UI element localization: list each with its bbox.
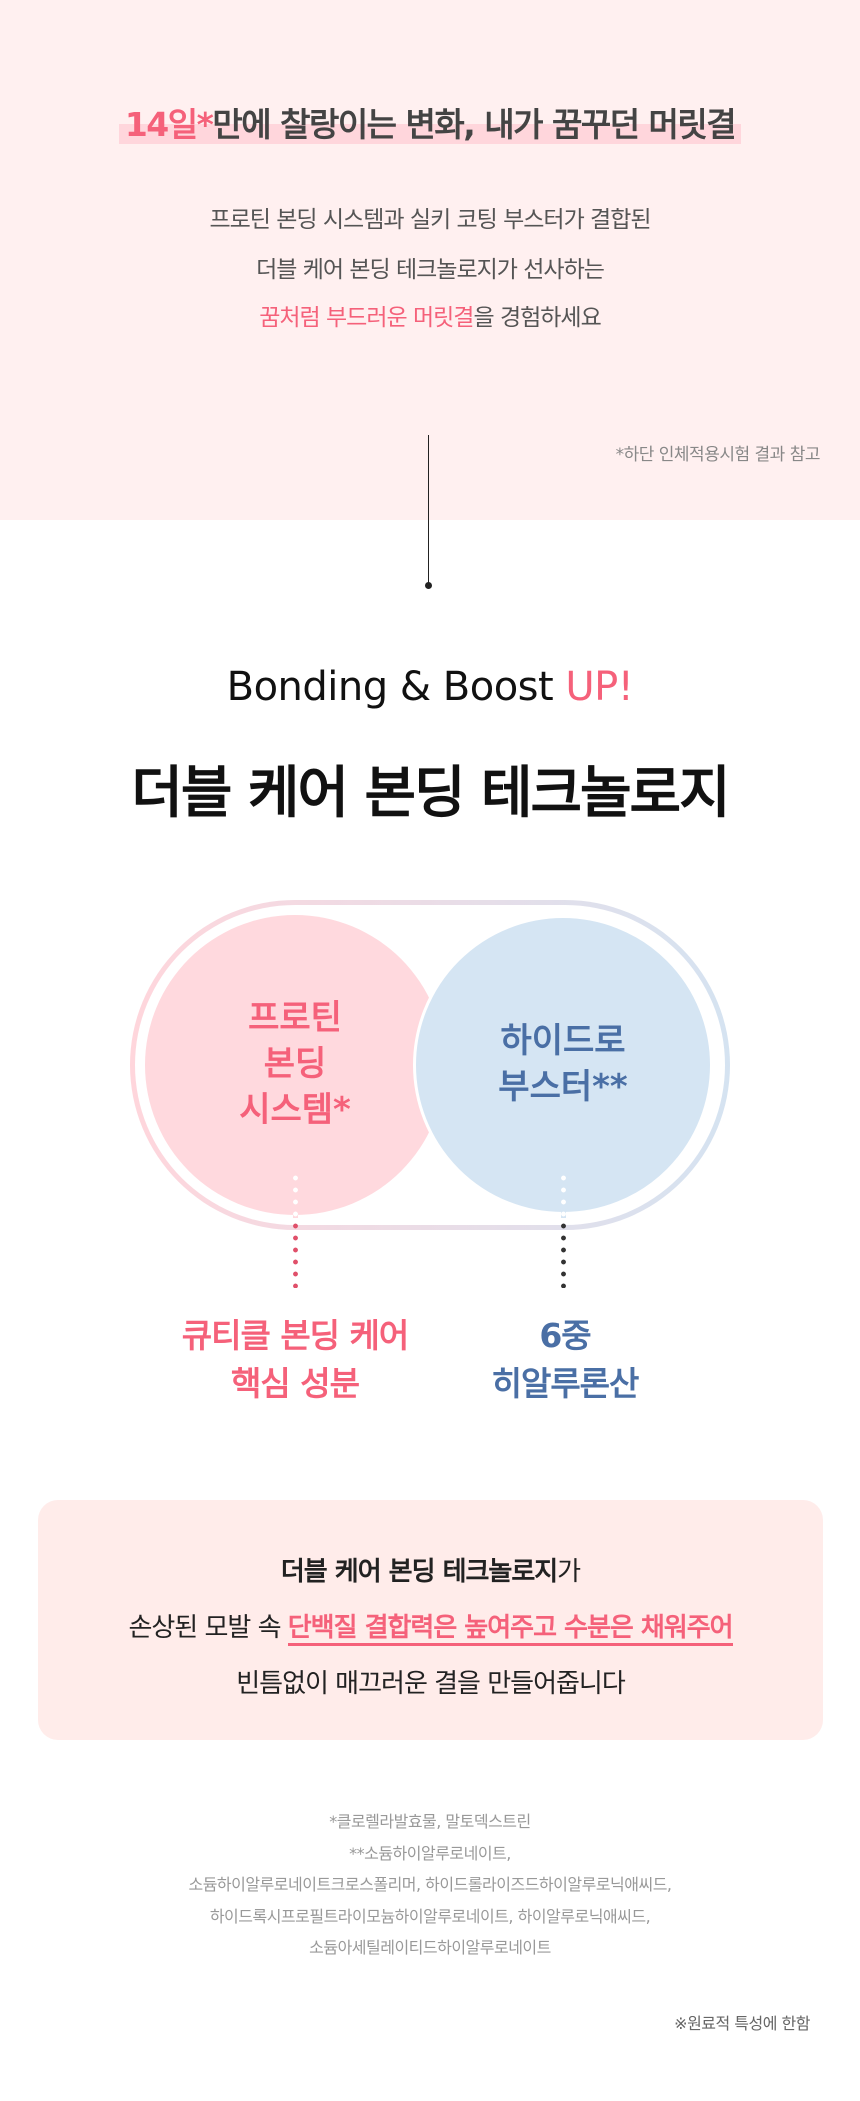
dotted-connector-right (561, 1172, 566, 1288)
hydro-circle-text: 하이드로 부스터** (498, 1021, 628, 1107)
intro-para-line3: 꿈처럼 부드러운 머릿결을 경험하세요 (259, 305, 602, 331)
summary-box: 더블 케어 본딩 테크놀로지가 손상된 모발 속 단백질 결합력은 높여주고 수… (38, 1500, 823, 1740)
final-footnote: ※원료적 특성에 한함 (674, 2014, 810, 2033)
divider-dot (425, 582, 432, 589)
right-label: 6중 히알루론산 (491, 1316, 640, 1403)
dotted-connector-left (293, 1172, 298, 1288)
left-label: 큐티클 본딩 케어 핵심 성분 (181, 1316, 410, 1403)
divider-line (428, 435, 429, 585)
headline: 14일*만에 찰랑이는 변화, 내가 꿈꾸던 머릿결 (0, 98, 860, 146)
intro-section (0, 0, 860, 520)
protein-circle-text: 프로틴 본딩 시스템* (239, 998, 351, 1130)
protein-circle (145, 915, 445, 1215)
section-title: 더블 케어 본딩 테크놀로지 (131, 761, 730, 826)
test-note: *하단 인체적용시험 결과 참고 (615, 445, 821, 465)
summary-line3: 빈틈없이 매끄러운 결을 만들어줍니다 (236, 1669, 626, 1699)
summary-line2: 손상된 모발 속 단백질 결합력은 높여주고 수분은 채워주어 (38, 1600, 823, 1656)
hydro-circle (413, 915, 713, 1215)
section-subtitle: Bonding & Boost UP! (226, 664, 634, 710)
intro-para-line2: 더블 케어 본딩 테크놀로지가 선사하는 (256, 257, 605, 283)
summary-line1: 더블 케어 본딩 테크놀로지가 (280, 1557, 581, 1587)
ingredient-footnotes: *클로렐라발효물, 말토덱스트린 **소듐하이알루로네이트, 소듐하이알루로네이… (188, 1812, 672, 1957)
intro-para-line1: 프로틴 본딩 시스템과 실키 코팅 부스터가 결합된 (209, 207, 651, 233)
